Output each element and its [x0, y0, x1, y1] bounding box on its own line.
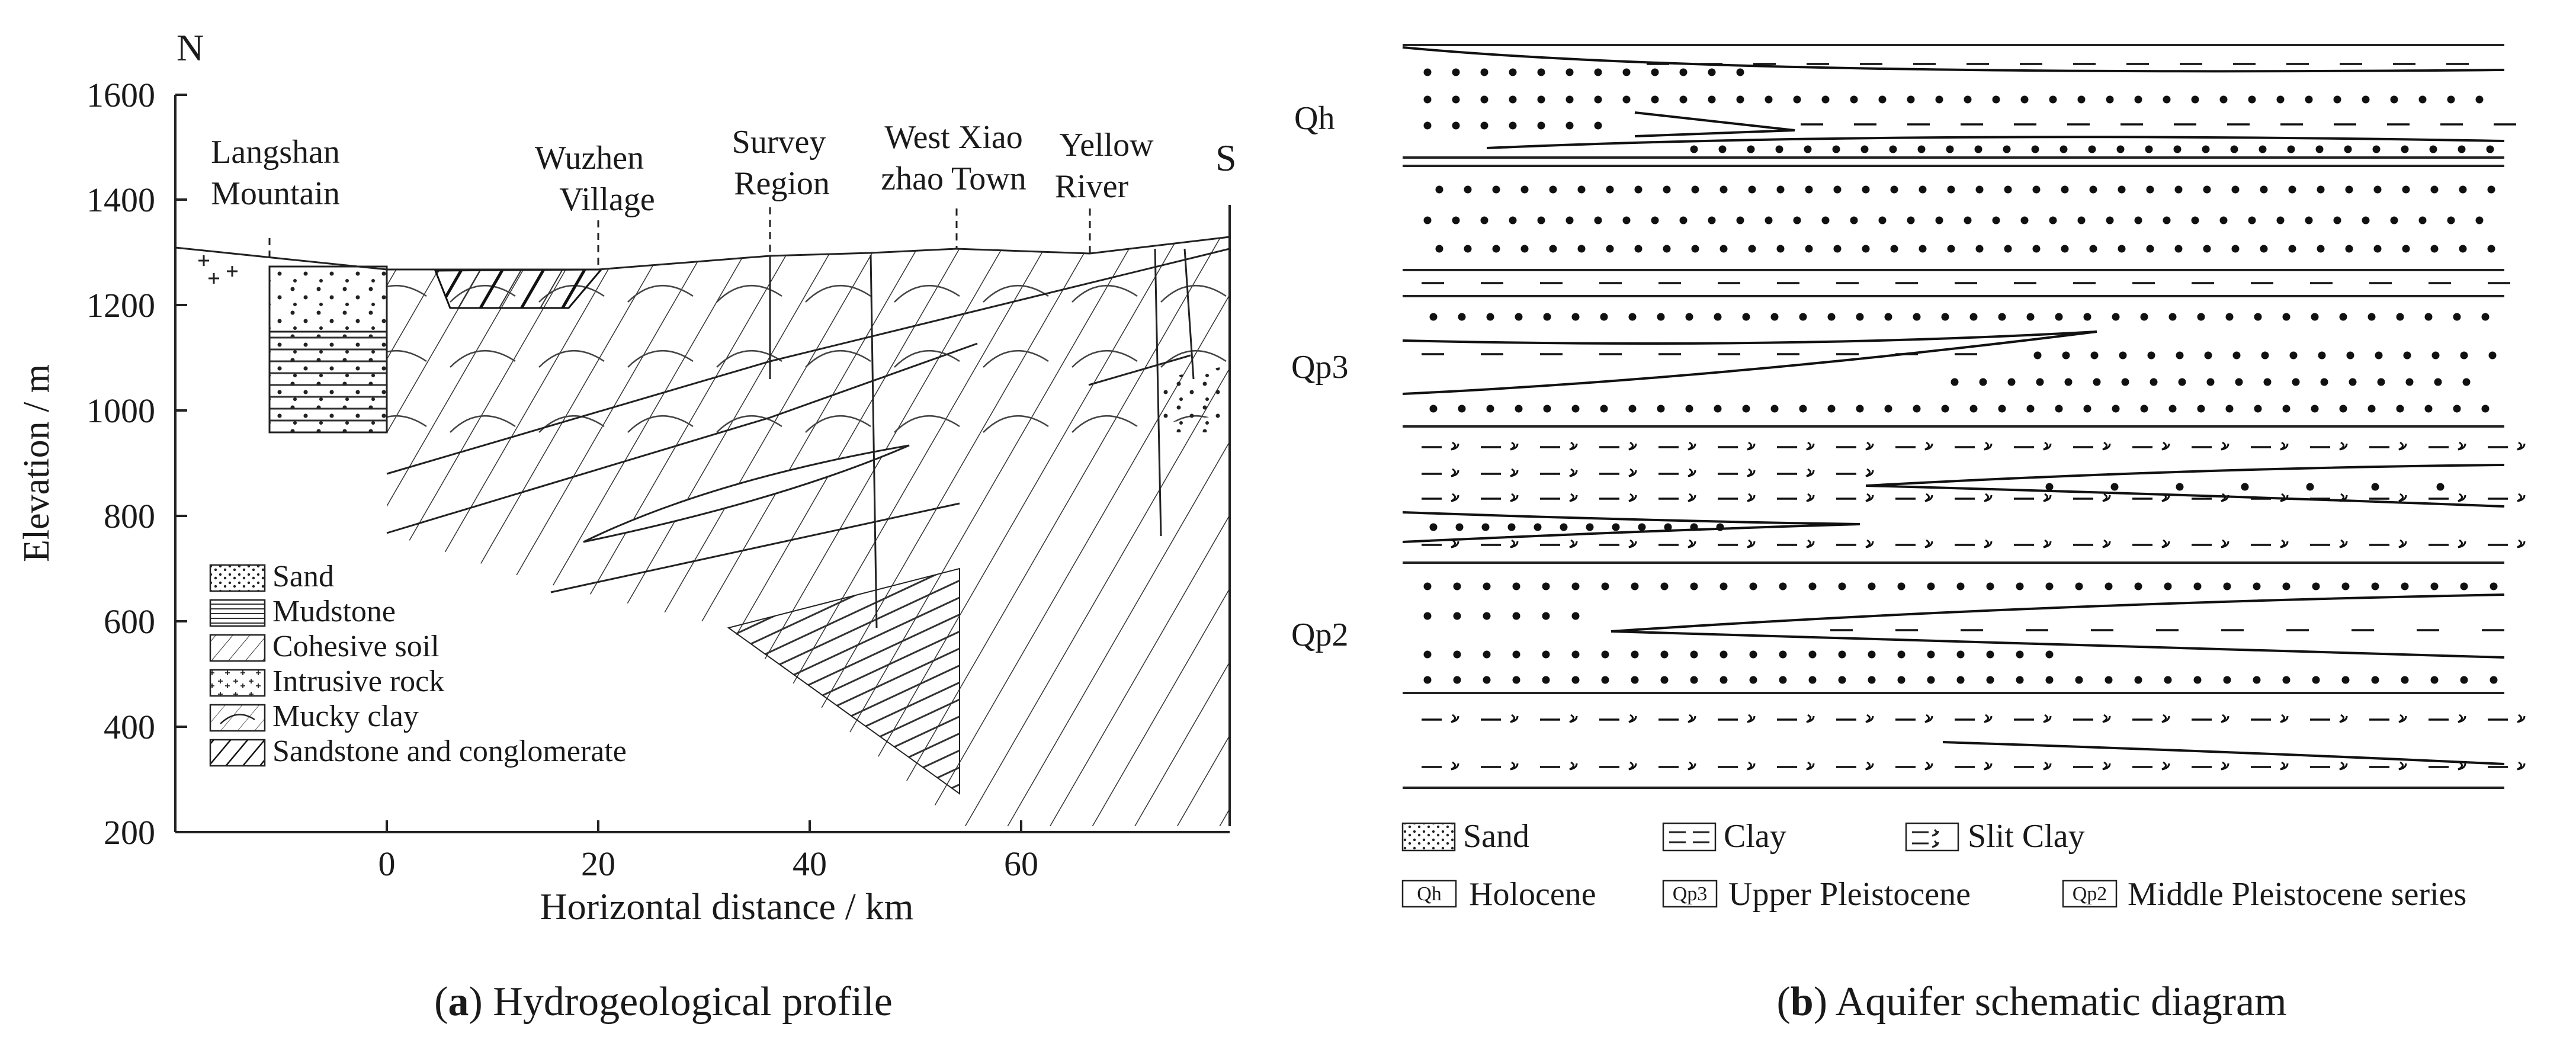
place-westxiao-l2: zhao Town: [881, 161, 1026, 197]
hydrogeological-profile: N S: [17, 27, 1237, 1025]
y-tick-1200: 1200: [86, 286, 155, 325]
legend-mucky: Mucky clay: [272, 699, 419, 733]
x-tick-40: 40: [793, 845, 827, 883]
legend-swatch-aq-silt: [1905, 822, 1959, 852]
mucky-clay-band: [387, 249, 1230, 474]
place-survey-l1: Survey: [732, 124, 826, 161]
legend-box-qp3: [1662, 880, 1718, 908]
place-langshan-l2: Mountain: [211, 175, 340, 212]
y-tick-1000: 1000: [86, 391, 155, 430]
legend-aq-holocene: Holocene: [1469, 876, 1596, 913]
legend-swatch-mudstone: [209, 599, 266, 627]
place-wuzhen-l2: Village: [559, 181, 655, 218]
legend-swatch-cohesive: [209, 634, 266, 662]
legend-aq-middle-pleistocene: Middle Pleistocene series: [2128, 876, 2466, 913]
legend-cohesive: Cohesive soil: [272, 630, 440, 663]
legend-box-qh-text: Qh: [1417, 883, 1442, 905]
y-axis-label: Elevation / m: [17, 364, 57, 562]
legend-mudstone: Mudstone: [272, 595, 396, 628]
legend-intrusive: Intrusive rock: [272, 665, 444, 698]
legend-swatch-sand: [209, 564, 266, 592]
south-label: S: [1215, 137, 1237, 179]
mudstone-wedge: [727, 567, 960, 795]
legend-aq-clay: Clay: [1724, 818, 1786, 855]
profile-geology: [386, 237, 1230, 826]
legend-swatch-intrusive: [209, 669, 266, 697]
legend-swatch-aq-clay: [1662, 822, 1717, 852]
y-tick-600: 600: [104, 602, 155, 641]
profile-legend: Sand Mudstone Cohesive soil Intrusive ro…: [209, 560, 627, 768]
legend-aq-silt: Slit Clay: [1968, 818, 2085, 855]
legend-aq-sand: Sand: [1463, 818, 1529, 855]
place-langshan-l1: Langshan: [211, 134, 340, 171]
x-tick-20: 20: [581, 845, 615, 883]
legend-swatch-sandstone: [209, 739, 266, 767]
caption-a-letter: a: [448, 979, 469, 1025]
legend-swatch-mucky: [209, 704, 266, 732]
caption-a-text: Hydrogeological profile: [483, 979, 893, 1025]
unit-label-qp3: Qp3: [1291, 349, 1348, 386]
caption-b-letter: b: [1791, 979, 1814, 1025]
ground-surface: [175, 236, 1230, 271]
caption-b-text: Aquifer schematic diagram: [1827, 979, 2287, 1025]
aquifer-legend: Sand Clay Slit Clay Qh Holocene Qp3 Uppe…: [1401, 818, 2466, 913]
y-tick-200: 200: [104, 813, 155, 852]
y-tick-1600: 1600: [86, 76, 155, 114]
y-tick-400: 400: [104, 708, 155, 746]
y-tick-1400: 1400: [86, 181, 155, 219]
legend-box-qh: [1401, 880, 1457, 908]
x-tick-60: 60: [1004, 845, 1038, 883]
place-yellow-l2: River: [1055, 168, 1129, 205]
sand-lens: [583, 444, 910, 543]
caption-a: (a) Hydrogeological profile: [434, 979, 893, 1025]
legend-sand: Sand: [272, 560, 334, 593]
place-yellow-l1: Yellow: [1059, 127, 1154, 163]
place-survey-l2: Region: [734, 165, 830, 202]
legend-swatch-aq-sand: [1401, 822, 1456, 852]
caption-b: (b) Aquifer schematic diagram: [1776, 979, 2286, 1025]
legend-box-qp2: [2062, 880, 2118, 908]
aquifer-schematic: Qh Qp3 Qp2: [1291, 44, 2526, 1025]
legend-aq-upper-pleistocene: Upper Pleistocene: [1728, 876, 1971, 913]
x-tick-0: 0: [378, 845, 396, 883]
unit-label-qp2: Qp2: [1291, 617, 1348, 653]
aquifer-layers: [1422, 63, 2526, 771]
langshan-column: [268, 265, 388, 434]
intrusive-rock-marks: [198, 255, 238, 284]
place-westxiao-l1: West Xiao: [884, 119, 1022, 156]
place-wuzhen-l1: Wuzhen: [535, 140, 644, 176]
legend-sandstone: Sandstone and conglomerate: [272, 734, 627, 768]
profile-axes: 200 400 600 800 1000 1200 1400 1600 0 20…: [17, 76, 1230, 928]
north-label: N: [177, 27, 204, 69]
legend-box-qp3-text: Qp3: [1673, 883, 1708, 905]
y-tick-800: 800: [104, 497, 155, 535]
legend-box-qp2-text: Qp2: [2073, 883, 2107, 905]
x-axis-label: Horizontal distance / km: [540, 885, 914, 928]
unit-label-qh: Qh: [1294, 100, 1334, 137]
sand-patch-river: [1158, 367, 1226, 432]
